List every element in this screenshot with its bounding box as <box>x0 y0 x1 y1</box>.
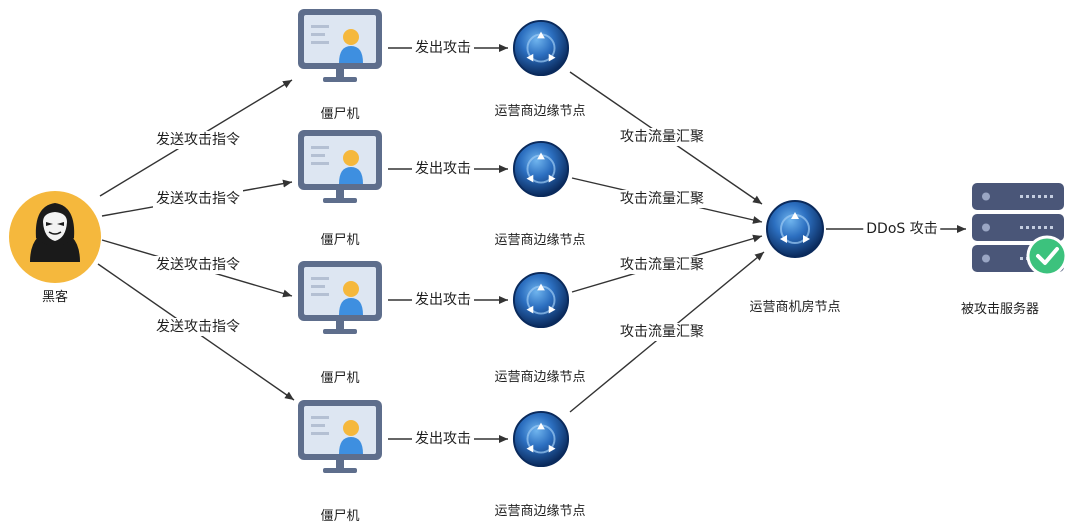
edge-node-label-3: 运营商边缘节点 <box>494 370 586 385</box>
server-vent <box>1044 195 1047 198</box>
target-server-label: 被攻击服务器 <box>960 302 1040 317</box>
converge-label-2: 攻击流量汇聚 <box>617 190 707 208</box>
zombie-label-4: 僵尸机 <box>320 509 360 524</box>
server-vent <box>1044 226 1047 229</box>
hacker-eye-left <box>46 222 53 226</box>
hacker-mouth <box>48 231 62 235</box>
edge-node-label-4: 运营商边缘节点 <box>494 504 586 519</box>
hacker-mask <box>43 212 67 241</box>
command-label-4: 发送攻击指令 <box>153 318 243 336</box>
check-icon <box>1026 235 1068 277</box>
converge-label-1: 攻击流量汇聚 <box>617 128 707 146</box>
monitor-icon <box>298 261 382 334</box>
attack-label-2: 发出攻击 <box>412 160 474 178</box>
server-vent <box>1050 226 1053 229</box>
network-node-icon <box>512 19 570 77</box>
server-vent <box>1032 195 1035 198</box>
server-vent <box>1038 226 1041 229</box>
monitor-icon <box>298 9 382 82</box>
server-vent <box>1026 226 1029 229</box>
server-vent <box>1020 257 1023 260</box>
attack-label-3: 发出攻击 <box>412 291 474 309</box>
monitor-icon <box>298 400 382 473</box>
edge-node-label-1: 运营商边缘节点 <box>494 104 586 119</box>
network-node-icon <box>766 200 824 258</box>
network-node-icon <box>512 410 570 468</box>
server-vent <box>1020 226 1023 229</box>
network-node-icon <box>512 140 570 198</box>
attack-label-4: 发出攻击 <box>412 430 474 448</box>
edge-node-label-2: 运营商边缘节点 <box>494 233 586 248</box>
command-label-3: 发送攻击指令 <box>153 256 243 274</box>
check-mark <box>1036 247 1059 265</box>
server-unit-icon <box>972 183 1064 210</box>
server-unit-icon <box>972 214 1064 241</box>
hacker-eye-right <box>57 222 64 226</box>
converge-label-3: 攻击流量汇聚 <box>617 256 707 274</box>
zombie-label-1: 僵尸机 <box>320 107 360 122</box>
server-led-icon <box>982 223 990 232</box>
server-vent <box>1032 226 1035 229</box>
core-node-label: 运营商机房节点 <box>749 300 841 315</box>
ddos-attack-label: DDoS 攻击 <box>863 220 941 238</box>
converge-label-4: 攻击流量汇聚 <box>617 323 707 341</box>
attack-label-1: 发出攻击 <box>412 39 474 57</box>
monitor-icon <box>298 130 382 203</box>
server-led-icon <box>982 254 990 263</box>
server-vent <box>1038 195 1041 198</box>
zombie-label-2: 僵尸机 <box>320 233 360 248</box>
hacker-label: 黑客 <box>41 290 69 305</box>
command-label-1: 发送攻击指令 <box>153 131 243 149</box>
command-label-2: 发送攻击指令 <box>153 190 243 208</box>
server-led-icon <box>982 192 990 201</box>
server-vent <box>1026 195 1029 198</box>
server-vent <box>1020 195 1023 198</box>
network-node-icon <box>512 271 570 329</box>
server-vent <box>1050 195 1053 198</box>
zombie-label-3: 僵尸机 <box>320 371 360 386</box>
